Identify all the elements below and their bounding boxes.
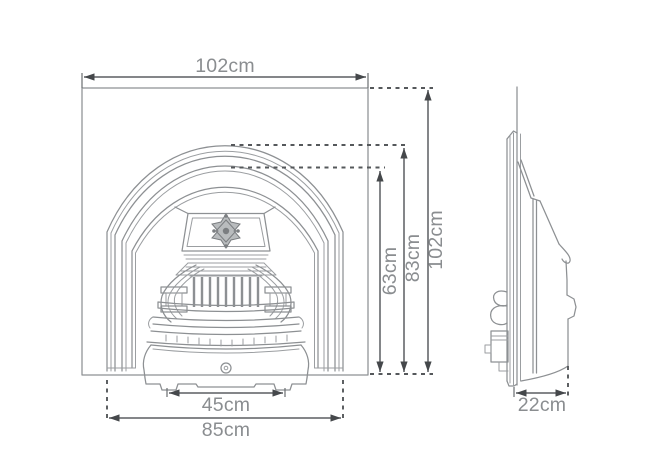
dim-overall-width: 102cm [81, 55, 369, 88]
grate-front-rails [148, 301, 304, 329]
dim-opening-height-label: 63cm [379, 247, 401, 295]
dim-insert-width: 85cm [106, 380, 344, 441]
dim-opening-height: 63cm [376, 171, 401, 372]
dim-depth-label: 22cm [518, 394, 566, 416]
dim-overall-height: 102cm [424, 90, 447, 372]
firebox-back-panel [174, 206, 277, 276]
ash-door-knob [220, 362, 232, 374]
grate-posts [160, 286, 292, 313]
projection-dashed-lines [231, 87, 433, 375]
dim-grate-width-label: 45cm [202, 394, 250, 416]
fret-band [146, 330, 306, 347]
side-front-panel [506, 130, 521, 387]
arch-moldings [106, 145, 344, 372]
dim-arch-height-label: 83cm [402, 234, 424, 282]
dim-overall-height-label: 102cm [425, 210, 447, 270]
rosette-ornament [211, 213, 241, 249]
side-grate-fittings [484, 290, 509, 372]
dim-depth: 22cm [513, 366, 569, 416]
ash-pan-cover [142, 344, 310, 391]
fire-grate [146, 264, 306, 347]
dim-arch-height: 83cm [400, 148, 424, 372]
dim-insert-width-label: 85cm [202, 419, 250, 441]
front-elevation [81, 87, 369, 391]
side-elevation [484, 86, 577, 387]
dim-grate-width: 45cm [166, 388, 286, 416]
side-body-profile [517, 159, 577, 382]
dimensions: 102cm 63cm 83cm 102cm 45cm [81, 55, 569, 441]
backplate-outline [81, 87, 369, 376]
dim-overall-width-label: 102cm [195, 55, 255, 77]
